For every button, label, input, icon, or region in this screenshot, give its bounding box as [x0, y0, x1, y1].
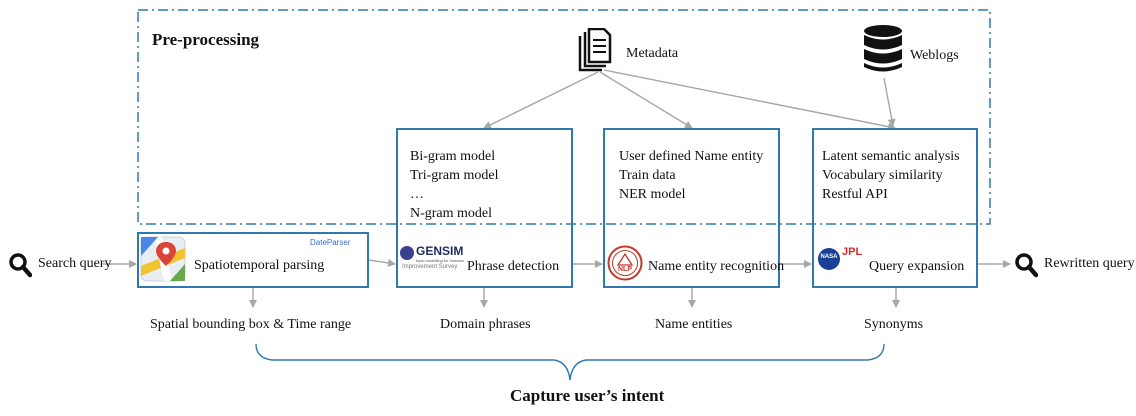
resource-item: NER model [619, 187, 686, 202]
phrase-resources: Bi-gram model Tri-gram model … N-gram mo… [410, 147, 499, 223]
gensim-logo-subtext: topic modelling for humans [416, 258, 464, 263]
resource-item: Train data [619, 168, 676, 183]
ner-box [603, 128, 780, 288]
arrow-weblogs-to-expansion-resources [883, 77, 896, 127]
nasa-logo-icon: NASA [818, 248, 840, 270]
database-icon [862, 24, 904, 74]
arrow-spatiotemporal-to-phrase [368, 258, 396, 267]
arrow-metadata-to-ner-resources [599, 71, 693, 129]
nasa-logo-text: NASA [820, 254, 838, 260]
resource-item: User defined Name entity [619, 149, 764, 164]
result-synonyms: Synonyms [864, 317, 924, 332]
documents-icon [578, 27, 612, 72]
gensim-logo-text: GENSIM [416, 244, 464, 258]
result-name-entities: Name entities [655, 317, 733, 332]
search-icon [8, 252, 33, 278]
nlp-logo-icon: NLP [607, 245, 643, 281]
spatiotemporal-box [137, 232, 369, 288]
resource-item: Restful API [822, 187, 888, 202]
conclusion-label: Capture user’s intent [510, 386, 665, 405]
ner-resources: User defined Name entity Train data NER … [619, 147, 763, 204]
dateparser-logo: DateParser [310, 238, 351, 247]
gensim-logo-icon [400, 246, 414, 260]
arrow-metadata-to-expansion-resources [603, 69, 896, 131]
search-query-label: Search query [38, 256, 112, 271]
search-icon [1014, 252, 1039, 278]
preprocessing-title: Pre-processing [152, 30, 260, 49]
spatiotemporal-label: Spatiotemporal parsing [194, 258, 325, 273]
phrase-detection-label: Phrase detection [467, 259, 560, 274]
resource-item: N-gram model [410, 206, 493, 221]
resource-item: Tri-gram model [410, 168, 499, 183]
resource-item: Latent semantic analysis [822, 149, 960, 164]
resource-item: Vocabulary similarity [822, 168, 943, 183]
resource-item: … [410, 187, 424, 202]
ner-label: Name entity recognition [648, 259, 785, 274]
jpl-logo: JPL [842, 246, 863, 258]
phrase-detection-box [396, 128, 573, 288]
weblogs-label: Weblogs [910, 48, 959, 63]
gensim-logo-caption: Improvement Survey [402, 264, 458, 270]
result-spatiotemporal: Spatial bounding box & Time range [150, 317, 352, 332]
preprocessing-region [137, 9, 991, 225]
intent-brace [255, 343, 885, 381]
result-domain-phrases: Domain phrases [440, 317, 531, 332]
nlp-logo-text: NLP [618, 266, 632, 273]
metadata-label: Metadata [626, 46, 679, 61]
maps-logo-icon [140, 236, 186, 282]
expansion-resources: Latent semantic analysis Vocabulary simi… [822, 147, 960, 204]
resource-item: Bi-gram model [410, 149, 496, 164]
rewritten-query-label: Rewritten query [1044, 256, 1135, 271]
query-expansion-box [812, 128, 978, 288]
arrow-metadata-to-phrase-resources [483, 71, 599, 129]
query-expansion-label: Query expansion [869, 259, 965, 274]
gensim-logo: GENSIM topic modelling for humans Improv… [400, 244, 464, 278]
